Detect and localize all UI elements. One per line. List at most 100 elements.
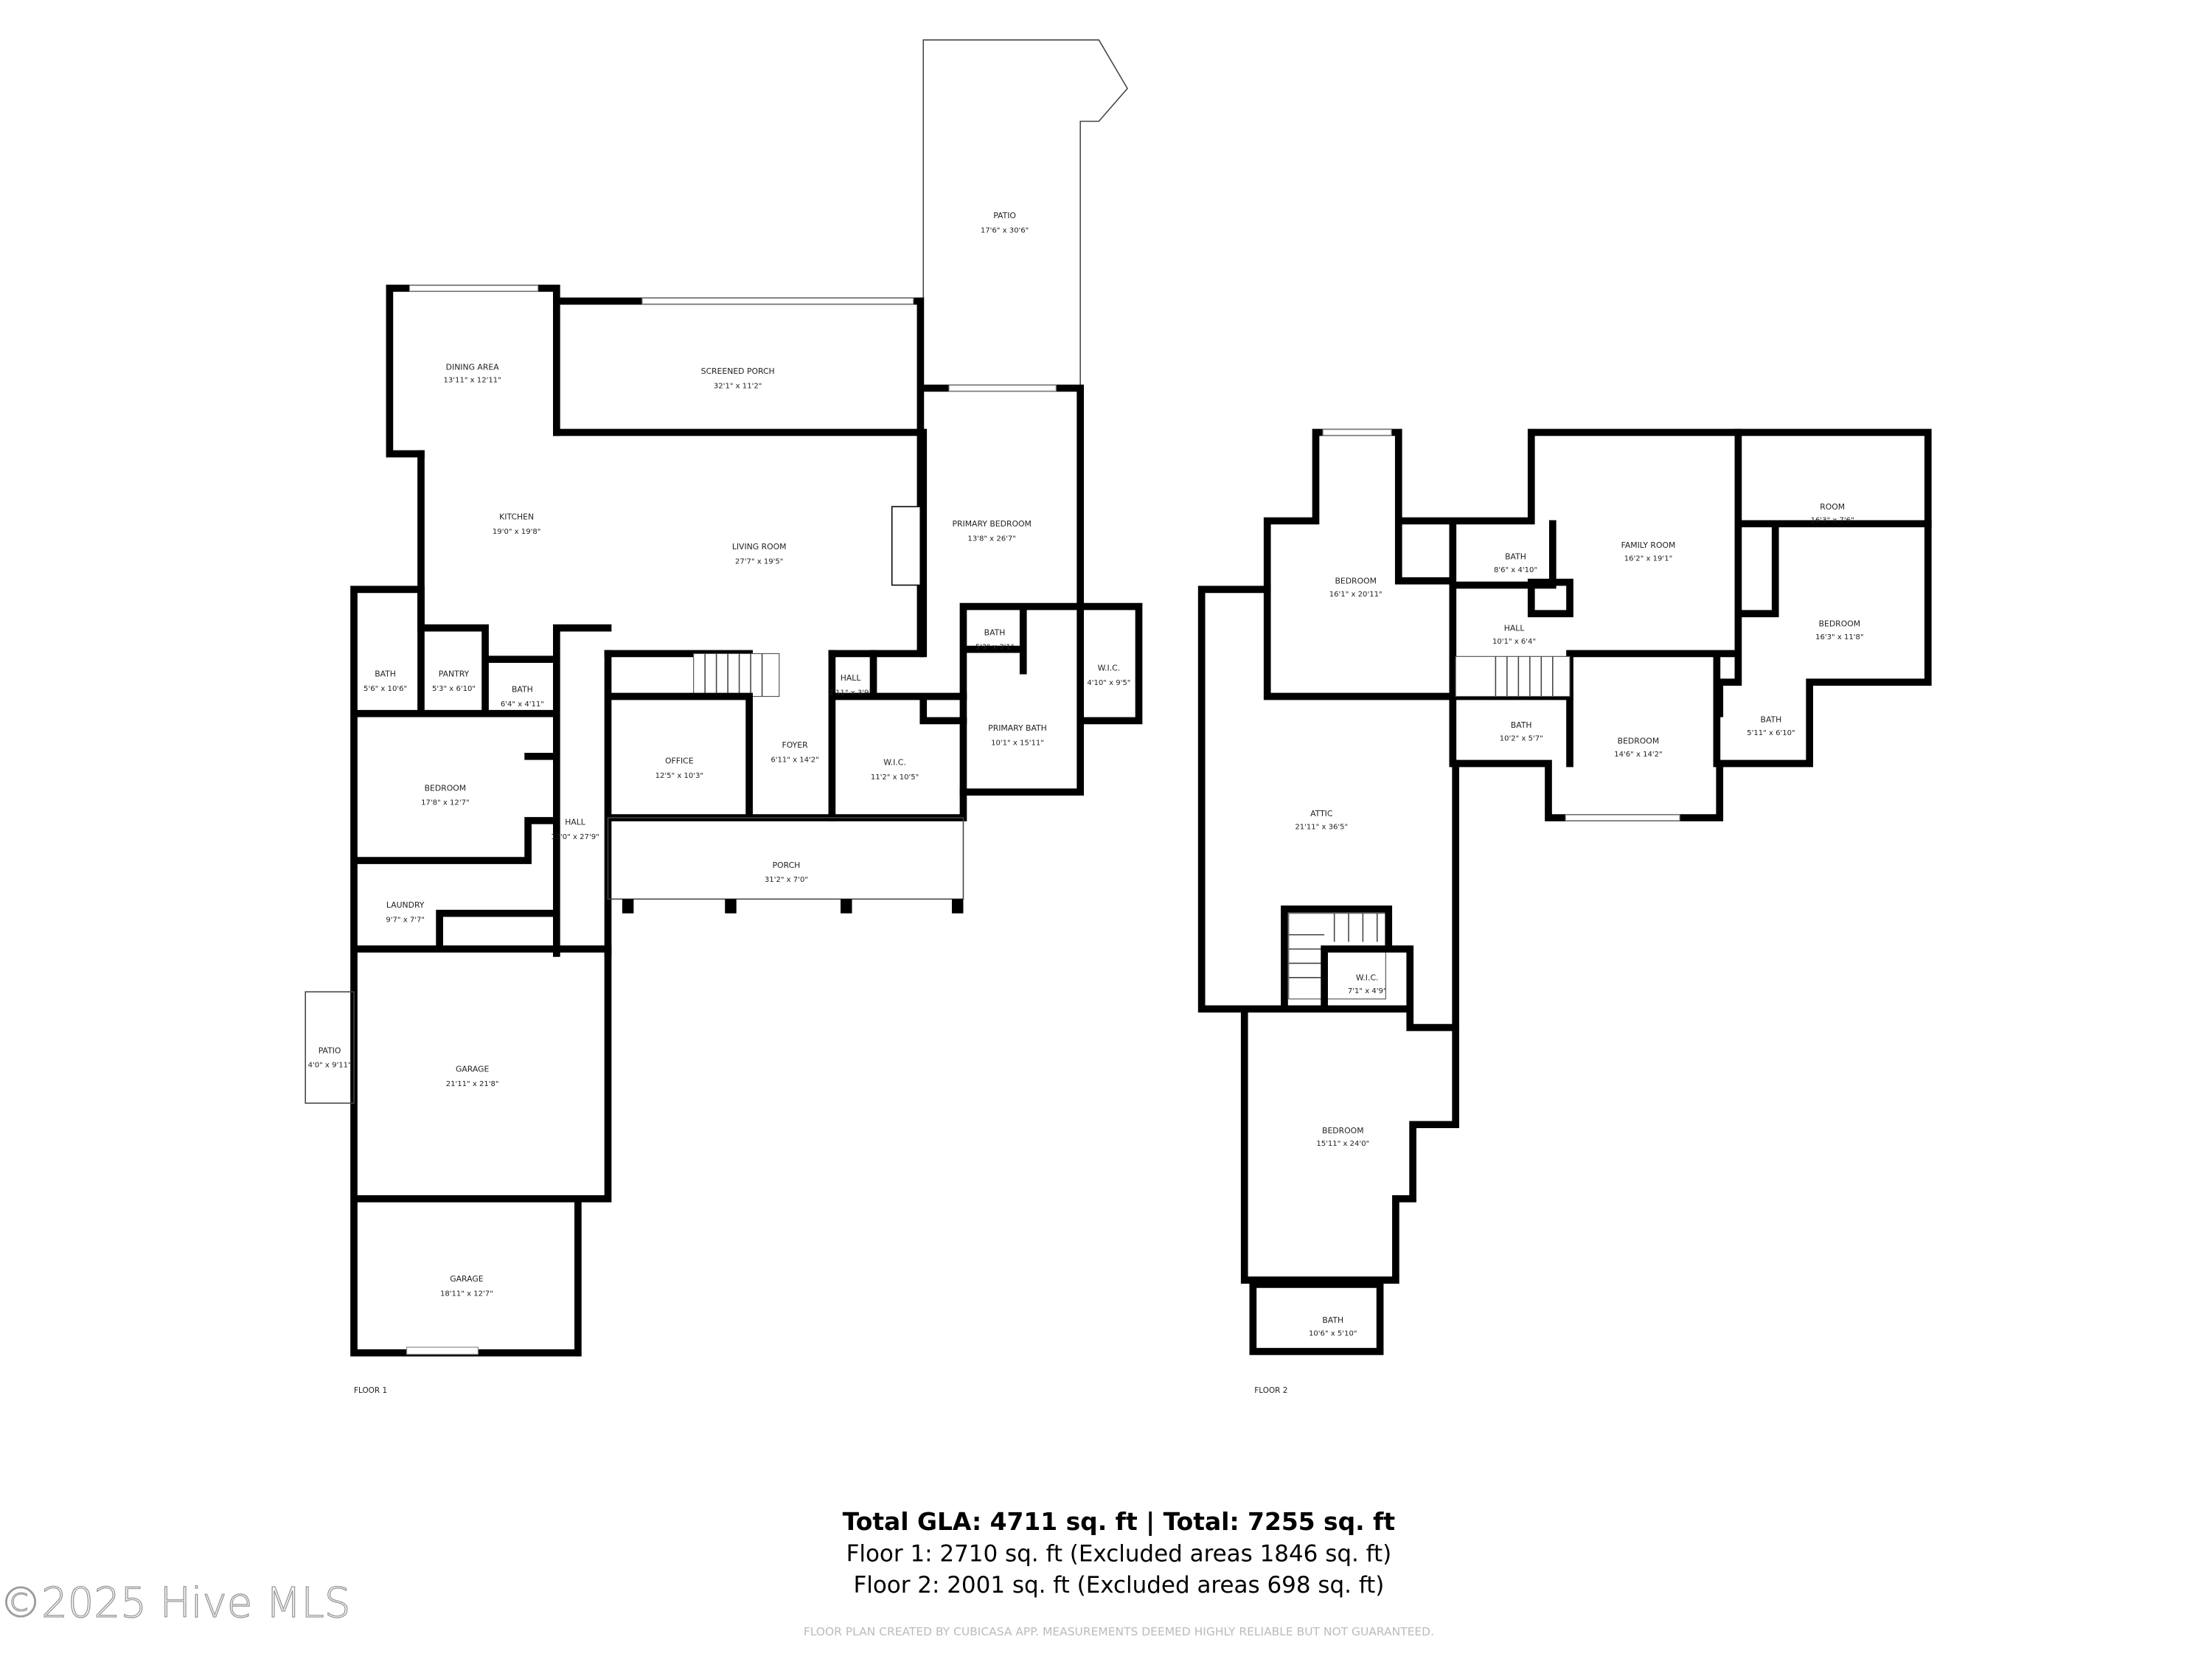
room-name: PATIO <box>993 211 1016 220</box>
window <box>641 297 914 305</box>
room-dims: 27'7" x 19'5" <box>735 558 783 566</box>
window <box>408 285 539 292</box>
room-name: BATH <box>1761 714 1782 724</box>
porch-outline <box>607 817 964 900</box>
watermark: ©2025 Hive MLS <box>0 1579 350 1627</box>
total-area: Total GLA: 4711 sq. ft | Total: 7255 sq.… <box>843 1507 1395 1536</box>
room-dims: 16'1" x 20'11" <box>1329 591 1382 599</box>
room-name: W.I.C. <box>1356 973 1379 983</box>
room-name: BATH <box>984 627 1006 637</box>
room-name: BATH <box>1322 1315 1343 1325</box>
attic-walls <box>1197 585 1460 1032</box>
room-name: BEDROOM <box>1618 736 1660 745</box>
room-name: GARAGE <box>456 1065 489 1074</box>
room-name: PRIMARY BEDROOM <box>952 519 1031 529</box>
room-name: BEDROOM <box>425 783 467 793</box>
room-name: W.I.C. <box>883 757 906 767</box>
room-dims: 32'1" x 11'2" <box>714 382 762 390</box>
room-name: FAMILY ROOM <box>1621 540 1676 550</box>
room-dims: 6'4" x 4'11" <box>501 700 544 709</box>
room-dims: 21'11" x 36'5" <box>1295 824 1348 832</box>
room-dims: 5'6" x 10'6" <box>364 685 407 693</box>
lower-floor2-walls <box>1240 905 1460 1355</box>
room-name: GARAGE <box>450 1274 483 1284</box>
disclaimer: FLOOR PLAN CREATED BY CUBICASA APP. MEAS… <box>804 1625 1434 1638</box>
primary-bath-walls <box>959 602 1143 796</box>
room-dims: 4'0" x 9'11" <box>308 1062 352 1070</box>
room-dims: 6'11" x 14'2" <box>771 757 818 765</box>
floor-2-label: FLOOR 2 <box>1254 1386 1287 1395</box>
room-name: BATH <box>1511 720 1532 730</box>
room-name: HALL <box>1504 623 1525 633</box>
room-name: PATIO <box>319 1046 341 1055</box>
room-dims: 11'2" x 10'5" <box>871 773 919 782</box>
room-dims: 5'3" x 3'1" <box>975 644 1015 652</box>
room-dims: 12'0" x 27'9" <box>551 833 599 841</box>
room-name: PANTRY <box>439 669 470 678</box>
room-name: PORCH <box>773 860 801 870</box>
room-name: FOYER <box>782 740 808 750</box>
room-dims: 18'11" x 12'7" <box>440 1290 493 1298</box>
garage-window <box>406 1346 479 1355</box>
window <box>948 385 1057 392</box>
room-dims: 10'2" x 5'7" <box>1500 735 1543 743</box>
floor-1-plan: DINING AREA 13'11" x 12'11" SCREENED POR… <box>305 39 1674 1395</box>
room-name: BEDROOM <box>1819 619 1861 629</box>
room-dims: 13'8" x 26'7" <box>967 535 1015 543</box>
room-name: LIVING ROOM <box>732 542 787 552</box>
left-wing-walls <box>350 585 612 1357</box>
porch-post <box>951 899 964 914</box>
room-dims: 13'11" x 12'11" <box>444 377 501 385</box>
porch-post <box>725 899 737 914</box>
room-name: BEDROOM <box>1335 577 1377 586</box>
floor-2-plan: BEDROOM 16'1" x 20'11" BATH 8'6" x 4'10"… <box>1197 428 1932 1395</box>
room-dims: 16'3" x 11'8" <box>1815 633 1863 641</box>
room-name: OFFICE <box>665 756 694 765</box>
room-name: DINING AREA <box>446 362 500 372</box>
room-dims: 9'7" x 7'7" <box>386 916 425 924</box>
stairs <box>693 653 780 698</box>
room-name: HALL <box>565 818 585 827</box>
room-name: SCREENED PORCH <box>701 366 775 376</box>
room-dims: 10'6" x 5'10" <box>1309 1330 1357 1338</box>
room-name: ATTIC <box>1310 809 1332 818</box>
porch-post <box>841 899 852 914</box>
window <box>1322 429 1392 436</box>
room-dims: 7'1" x 4'9" <box>1348 987 1387 995</box>
dining-walls <box>386 285 560 458</box>
room-dims: 31'2" x 7'0" <box>765 876 808 884</box>
stairs <box>1288 655 1571 1000</box>
room-dims: 15'11" x 24'0" <box>1316 1140 1369 1148</box>
fireplace <box>891 506 922 586</box>
room-name: BATH <box>1505 552 1526 562</box>
room-dims: 12'5" x 10'3" <box>655 772 703 780</box>
room-dims: 5'11" x 6'10" <box>1747 729 1795 737</box>
upper-interior-walls <box>1449 428 1932 768</box>
room-dims: 19'0" x 19'8" <box>493 528 540 536</box>
window <box>1565 814 1680 821</box>
room-name: PRIMARY BATH <box>988 723 1047 733</box>
room-dims: 10'1" x 6'4" <box>1492 638 1536 646</box>
room-name: BEDROOM <box>1322 1126 1364 1135</box>
room-name: KITCHEN <box>499 512 534 522</box>
porch-post <box>622 899 634 914</box>
bedroom-nw-walls <box>1263 428 1932 821</box>
room-dims: 2'11" x 3'9" <box>829 689 872 698</box>
floor-1-area: Floor 1: 2710 sq. ft (Excluded areas 184… <box>846 1540 1392 1567</box>
room-name: LAUNDRY <box>386 900 425 910</box>
room-name: BATH <box>512 685 533 695</box>
room-dims: 5'3" x 6'10" <box>432 685 476 693</box>
living-walls <box>417 428 925 658</box>
floor-2-area: Floor 2: 2001 sq. ft (Excluded areas 698… <box>853 1572 1384 1599</box>
room-dims: 17'6" x 30'6" <box>981 226 1029 234</box>
patio-outline <box>922 39 1128 389</box>
room-dims: 17'8" x 12'7" <box>421 799 469 807</box>
room-name: BATH <box>375 669 396 678</box>
side-patio-outline <box>305 991 355 1104</box>
room-dims: 8'6" x 4'10" <box>1494 566 1537 574</box>
floor-1-label: FLOOR 1 <box>354 1386 387 1395</box>
room-dims: 10'1" x 15'11" <box>991 739 1044 747</box>
room-dims: 14'6" x 14'2" <box>1614 751 1662 759</box>
room-dims: 4'10" x 9'5" <box>1087 679 1130 687</box>
